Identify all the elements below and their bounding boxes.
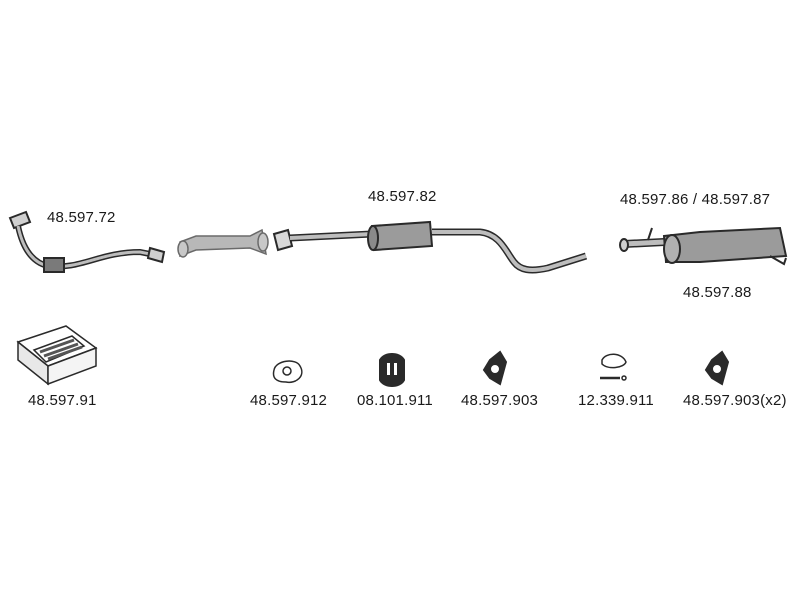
clamp-bolt-label: 12.339.911	[578, 392, 654, 409]
middle-silencer-label: 48.597.82	[368, 188, 437, 205]
rear-silencer-pair-label: 48.597.86 / 48.597.87	[620, 191, 771, 208]
flange-gasket-pair-label: 48.597.903(x2)	[683, 392, 787, 409]
rear-silencer-tail-label: 48.597.88	[683, 284, 752, 301]
rubber-mount-label: 08.101.911	[357, 392, 433, 409]
mounting-kit-label: 48.597.91	[28, 392, 97, 409]
gasket-label: 48.597.912	[250, 392, 328, 409]
front-pipe-label: 48.597.72	[47, 209, 116, 226]
flange-gasket-label: 48.597.903	[461, 392, 539, 409]
